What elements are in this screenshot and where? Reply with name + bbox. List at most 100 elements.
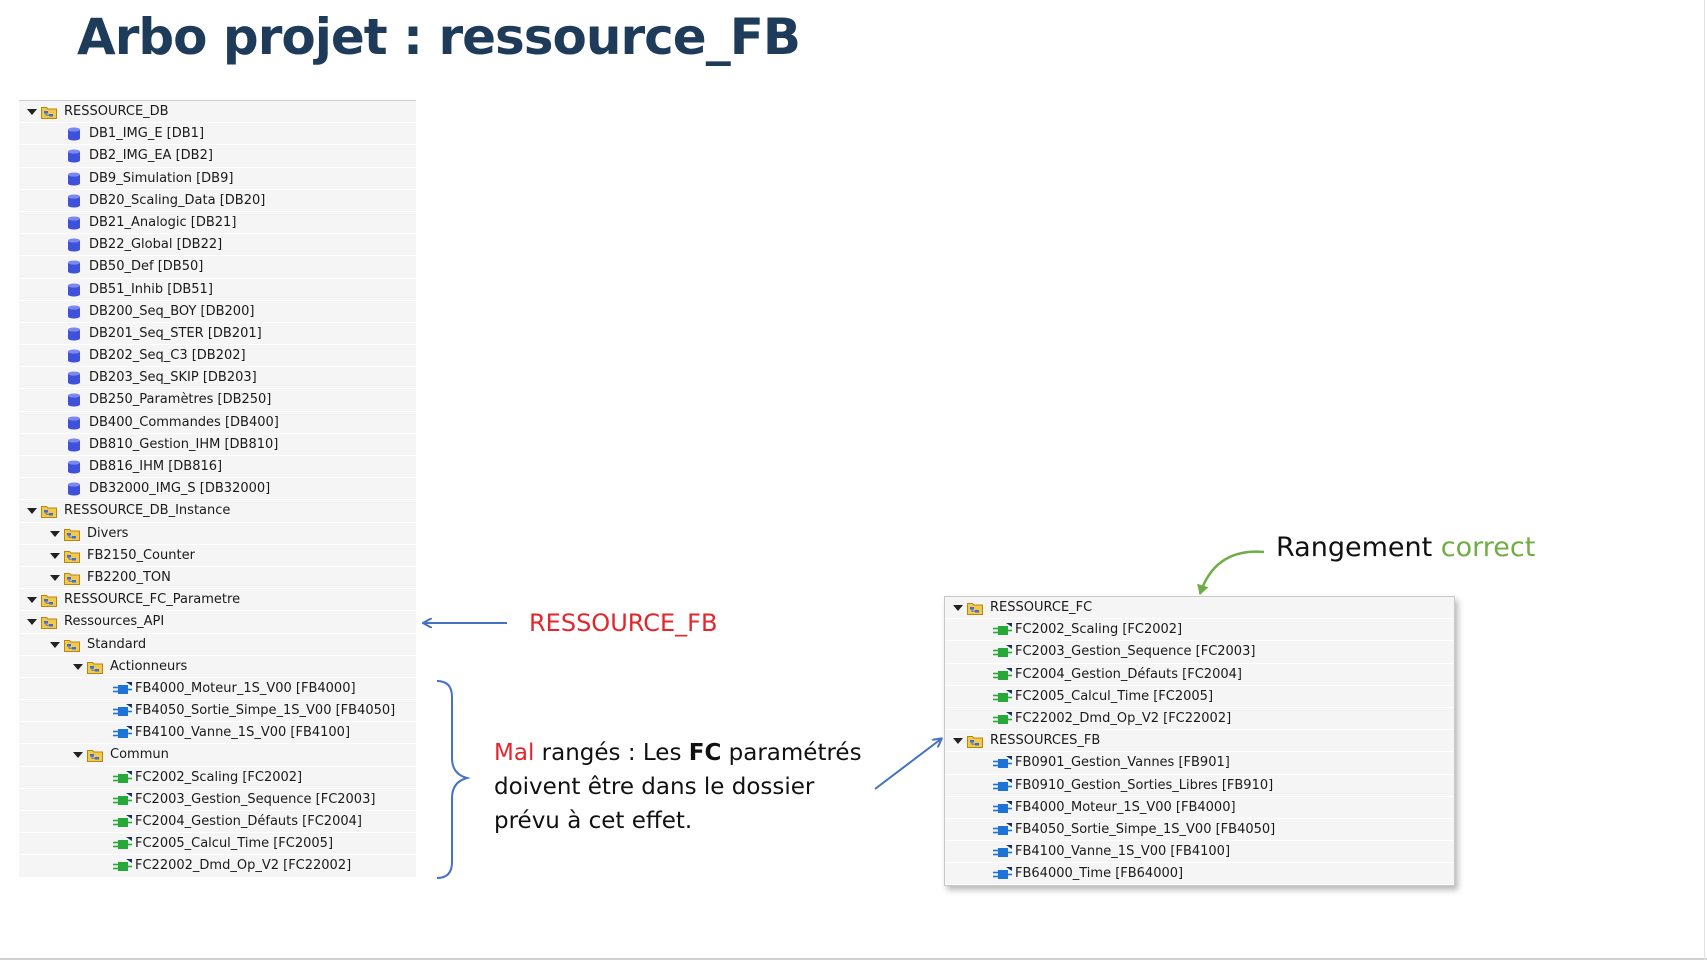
tree-row[interactable]: FB64000_Time [FB64000] xyxy=(945,863,1454,886)
tree-item-label: FC2003_Gestion_Sequence [FC2003] xyxy=(135,791,376,807)
tree-row[interactable]: DB201_Seq_STER [DB201] xyxy=(19,323,416,346)
tree-row[interactable]: FB2150_Counter xyxy=(19,545,416,567)
tree-row[interactable]: Divers xyxy=(19,523,416,545)
tree-item-label: DB200_Seq_BOY [DB200] xyxy=(89,303,255,319)
tree-row[interactable]: DB20_Scaling_Data [DB20] xyxy=(19,190,416,212)
expand-toggle-icon[interactable] xyxy=(27,619,37,626)
folder-icon xyxy=(64,638,80,652)
tree-row[interactable]: FB0910_Gestion_Sorties_Libres [FB910] xyxy=(945,775,1454,797)
tree-item-label: DB1_IMG_E [DB1] xyxy=(89,126,205,142)
tree-row[interactable]: Ressources_API xyxy=(19,611,416,634)
tree-item-label: FB4100_Vanne_1S_V00 [FB4100] xyxy=(135,725,351,741)
expand-toggle-icon[interactable] xyxy=(50,574,60,581)
expand-toggle-icon[interactable] xyxy=(27,508,37,515)
tree-item-label: FC2002_Scaling [FC2002] xyxy=(135,769,303,785)
tree-item-label: RESSOURCE_DB_Instance xyxy=(64,503,231,519)
tree-row[interactable]: DB50_Def [DB50] xyxy=(19,256,416,279)
tree-row[interactable]: FB0901_Gestion_Vannes [FB901] xyxy=(945,752,1454,775)
tree-row[interactable]: DB22_Global [DB22] xyxy=(19,234,416,257)
db-icon xyxy=(66,371,88,385)
annotation-text: rangés : Les xyxy=(534,740,689,766)
db-icon xyxy=(66,327,88,341)
tree-item-label: DB9_Simulation [DB9] xyxy=(89,170,234,186)
tree-item-label: DB816_IHM [DB816] xyxy=(89,459,223,474)
tree-row[interactable]: FC2002_Scaling [FC2002] xyxy=(945,619,1454,642)
fc-icon xyxy=(112,859,134,873)
tree-item-label: FB4050_Sortie_Simpe_1S_V00 [FB4050] xyxy=(1015,821,1276,837)
tree-row[interactable]: DB203_Seq_SKIP [DB203] xyxy=(19,367,416,390)
tree-row[interactable]: FC22002_Dmd_Op_V2 [FC22002] xyxy=(945,708,1454,731)
tree-item-label: FC2005_Calcul_Time [FC2005] xyxy=(1015,688,1214,704)
tree-row[interactable]: FB4100_Vanne_1S_V00 [FB4100] xyxy=(19,722,416,745)
tree-item-label: DB32000_IMG_S [DB32000] xyxy=(89,481,271,497)
tree-item-label: Ressources_API xyxy=(64,614,165,630)
tree-row[interactable]: FC2003_Gestion_Sequence [FC2003] xyxy=(19,789,416,811)
tree-row[interactable]: RESSOURCE_FC_Parametre xyxy=(19,589,416,612)
expand-toggle-icon[interactable] xyxy=(73,663,83,670)
tree-row[interactable]: RESSOURCE_DB xyxy=(19,101,416,124)
tree-row[interactable]: RESSOURCES_FB xyxy=(945,730,1454,753)
tree-row[interactable]: FB4000_Moteur_1S_V00 [FB4000] xyxy=(945,797,1454,819)
tree-row[interactable]: FC2004_Gestion_Défauts [FC2004] xyxy=(945,664,1454,686)
tree-row[interactable]: FC2004_Gestion_Défauts [FC2004] xyxy=(19,811,416,834)
expand-toggle-icon[interactable] xyxy=(953,738,963,745)
tree-row[interactable]: DB810_Gestion_IHM [DB810] xyxy=(19,434,416,456)
fb-icon xyxy=(992,867,1014,881)
tree-row[interactable]: DB250_Paramètres [DB250] xyxy=(19,389,416,412)
tree-row[interactable]: FB4000_Moteur_1S_V00 [FB4000] xyxy=(19,678,416,701)
tree-row[interactable]: FC2005_Calcul_Time [FC2005] xyxy=(19,833,416,856)
tree-row[interactable]: DB9_Simulation [DB9] xyxy=(19,168,416,190)
db-icon xyxy=(66,416,88,430)
tree-row[interactable]: Actionneurs xyxy=(19,656,416,678)
expand-toggle-icon[interactable] xyxy=(73,752,83,759)
annotation-rangement-word: Rangement xyxy=(1276,532,1441,563)
tree-row[interactable]: DB202_Seq_C3 [DB202] xyxy=(19,345,416,368)
tree-item-label: DB201_Seq_STER [DB201] xyxy=(89,325,262,341)
tree-row[interactable]: Standard xyxy=(19,634,416,656)
tree-row[interactable]: FC2003_Gestion_Sequence [FC2003] xyxy=(945,641,1454,664)
tree-item-label: DB50_Def [DB50] xyxy=(89,259,204,275)
tree-item-label: Divers xyxy=(87,525,129,541)
tree-row[interactable]: DB32000_IMG_S [DB32000] xyxy=(19,478,416,501)
tree-row[interactable]: RESSOURCE_DB_Instance xyxy=(19,500,416,523)
fb-icon xyxy=(992,845,1014,859)
tree-row[interactable]: DB1_IMG_E [DB1] xyxy=(19,123,416,146)
tree-row[interactable]: DB816_IHM [DB816] xyxy=(19,456,416,479)
tree-row[interactable]: DB21_Analogic [DB21] xyxy=(19,212,416,235)
expand-toggle-icon[interactable] xyxy=(50,641,60,648)
tree-row[interactable]: DB2_IMG_EA [DB2] xyxy=(19,145,416,168)
expand-toggle-icon[interactable] xyxy=(27,109,37,115)
tree-item-label: FB64000_Time [FB64000] xyxy=(1015,866,1184,882)
fc-icon xyxy=(112,770,134,785)
expand-toggle-icon[interactable] xyxy=(27,597,37,604)
fc-icon xyxy=(992,667,1014,682)
expand-toggle-icon[interactable] xyxy=(50,552,60,559)
tree-row[interactable]: Commun xyxy=(19,744,416,767)
tree-row[interactable]: DB51_Inhib [DB51] xyxy=(19,279,416,301)
tree-row[interactable]: FB4050_Sortie_Simpe_1S_V00 [FB4050] xyxy=(19,700,416,723)
tree-row[interactable]: FC2002_Scaling [FC2002] xyxy=(19,767,416,789)
tree-item-label: DB22_Global [DB22] xyxy=(89,237,223,253)
tree-row[interactable]: DB200_Seq_BOY [DB200] xyxy=(19,301,416,323)
tree-row[interactable]: RESSOURCE_FC xyxy=(945,597,1454,620)
annotation-fc-word: FC xyxy=(688,740,722,766)
fc-icon xyxy=(992,711,1014,726)
tree-row[interactable]: FB2200_TON xyxy=(19,567,416,590)
tree-row[interactable]: FC2005_Calcul_Time [FC2005] xyxy=(945,686,1454,708)
folder-icon xyxy=(41,593,57,608)
annotation-mal-ranges: Mal rangés : Les FC paramétrés doivent ê… xyxy=(494,736,862,838)
tree-row[interactable]: DB400_Commandes [DB400] xyxy=(19,412,416,434)
db-icon xyxy=(66,149,88,163)
tree-row[interactable]: FC22002_Dmd_Op_V2 [FC22002] xyxy=(19,855,416,878)
tree-item-label: FC2004_Gestion_Défauts [FC2004] xyxy=(135,814,362,829)
project-tree-left[interactable]: RESSOURCE_DB DB1_IMG_E [DB1] DB2_IMG_EA [D… xyxy=(19,100,416,878)
tree-row[interactable]: FB4050_Sortie_Simpe_1S_V00 [FB4050] xyxy=(945,819,1454,842)
tree-item-label: FB4050_Sortie_Simpe_1S_V00 [FB4050] xyxy=(135,703,396,719)
folder-icon xyxy=(41,504,57,519)
fb-icon xyxy=(112,681,134,696)
fc-icon xyxy=(112,815,134,829)
tree-row[interactable]: FB4100_Vanne_1S_V00 [FB4100] xyxy=(945,841,1454,864)
expand-toggle-icon[interactable] xyxy=(50,530,60,537)
expand-toggle-icon[interactable] xyxy=(953,605,963,611)
